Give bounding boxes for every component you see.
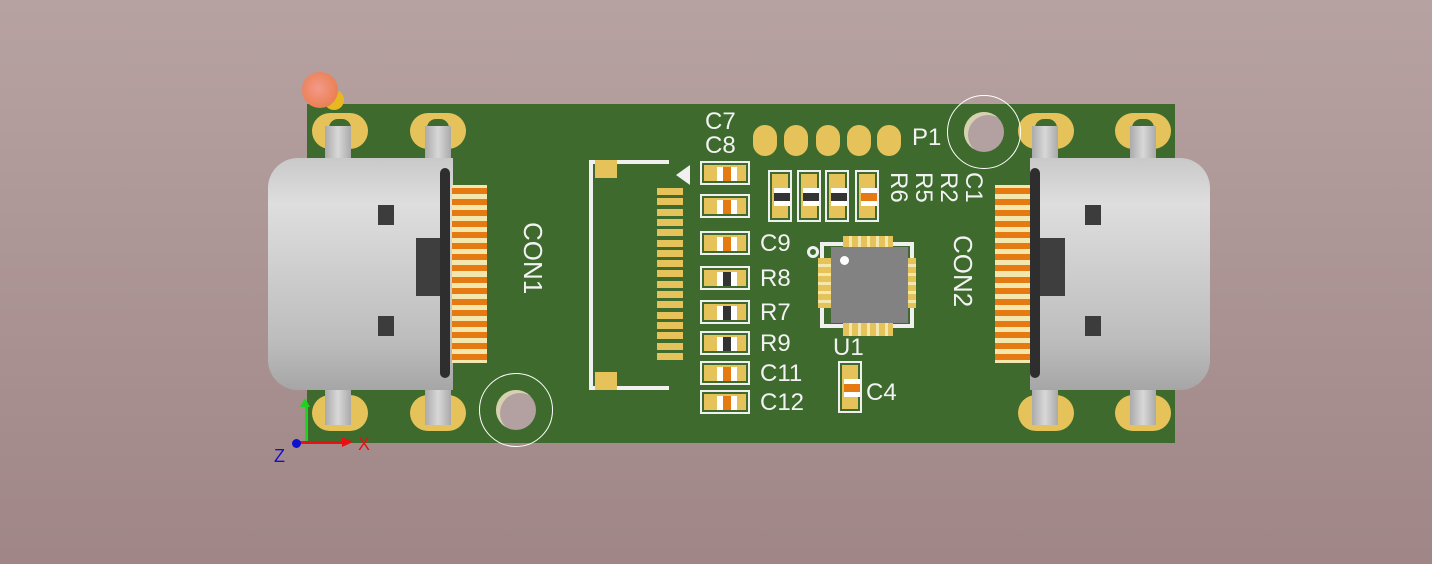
- resistor-r8: [700, 266, 750, 290]
- mounting-hole: [947, 95, 1021, 169]
- capacitor-c7: [700, 161, 750, 185]
- p1-pad: [784, 125, 808, 156]
- label-u1: U1: [833, 334, 864, 361]
- label-c1: C1: [960, 172, 987, 203]
- label-con2: CON2: [948, 235, 978, 308]
- fpc-pin: [657, 249, 683, 257]
- usb-c-connector-con2: [1030, 158, 1210, 390]
- z-axis-dot-icon: [292, 439, 301, 448]
- resistor-r2: [825, 170, 849, 222]
- fpc-pin: [657, 239, 683, 247]
- resistor-r9: [700, 331, 750, 355]
- capacitor-c12: [700, 390, 750, 414]
- con1-pins: [452, 185, 487, 363]
- label-r8: R8: [760, 265, 791, 292]
- fpc-pin: [657, 311, 683, 319]
- label-c12: C12: [760, 389, 805, 416]
- fpc-pin: [657, 260, 683, 268]
- label-r2: R2: [935, 172, 962, 203]
- fpc-pin: [657, 218, 683, 226]
- fpc-pin: [657, 229, 683, 237]
- capacitor-c8: [700, 194, 750, 218]
- p1-pad: [847, 125, 871, 156]
- label-c7: C7: [705, 108, 736, 135]
- fpc-pin: [657, 198, 683, 206]
- ic-u1: [831, 247, 908, 323]
- fpc-pin: [657, 352, 683, 360]
- fpc-pin: [657, 301, 683, 309]
- pin1-triangle-icon: [676, 165, 690, 185]
- con2-pins: [995, 185, 1030, 363]
- capacitor-c4: [838, 361, 862, 413]
- mounting-hole: [479, 373, 553, 447]
- fpc-pin: [657, 188, 683, 195]
- capacitor-c1: [855, 170, 879, 222]
- p1-pad: [753, 125, 777, 156]
- fpc-pin: [657, 342, 683, 350]
- p1-pad: [816, 125, 840, 156]
- label-p1: P1: [912, 124, 942, 151]
- resistor-r7: [700, 300, 750, 324]
- z-axis-label: Z: [274, 446, 285, 466]
- label-c11: C11: [760, 360, 803, 387]
- fpc-pin: [657, 270, 683, 278]
- x-axis-label: X: [358, 434, 371, 454]
- label-c8: C8: [705, 132, 736, 159]
- fpc-pin: [657, 321, 683, 329]
- usb-c-connector-con1: [268, 158, 453, 390]
- capacitor-c9: [700, 231, 750, 255]
- label-r9: R9: [760, 330, 791, 357]
- fpc-pin: [657, 332, 683, 340]
- origin-marker-icon: [302, 72, 338, 108]
- fpc-pin: [657, 291, 683, 298]
- fpc-connector-outline: [589, 160, 669, 390]
- label-r6: R6: [885, 172, 912, 203]
- label-c4: C4: [866, 379, 897, 406]
- y-axis-arrow-icon: [305, 405, 308, 443]
- label-r7: R7: [760, 299, 791, 326]
- resistor-r6: [768, 170, 792, 222]
- label-con1: CON1: [518, 222, 548, 295]
- capacitor-c11: [700, 361, 750, 385]
- fpc-pin: [657, 208, 683, 216]
- p1-pad: [877, 125, 901, 156]
- label-c9: C9: [760, 230, 791, 257]
- fpc-pin: [657, 280, 683, 288]
- x-axis-arrow-icon: [297, 441, 343, 444]
- label-r5: R5: [910, 172, 937, 203]
- resistor-r5: [797, 170, 821, 222]
